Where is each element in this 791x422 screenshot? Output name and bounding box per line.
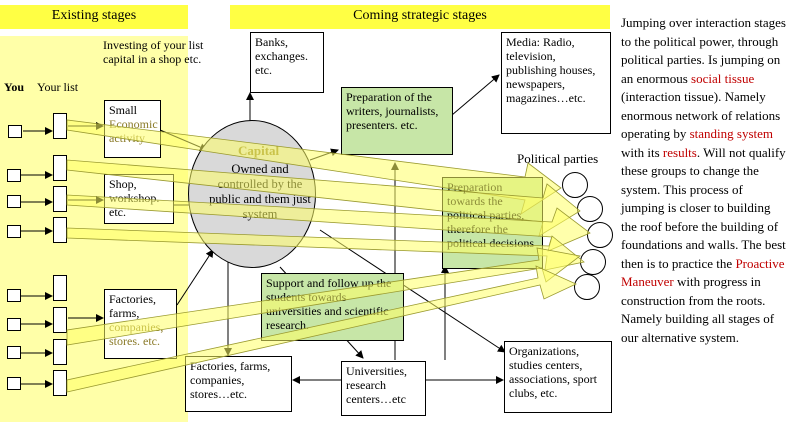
- capital-title: Capital: [238, 143, 280, 158]
- you-square: [7, 195, 21, 208]
- preparation-parties-box: Preparation towards the political partie…: [442, 177, 543, 269]
- factories-existing-title: Factories, farms,: [109, 292, 156, 320]
- you-square: [7, 346, 21, 359]
- capital-body: Owned and controlled by the public and t…: [209, 162, 311, 221]
- you-label: You: [4, 80, 25, 94]
- side-text-4: . Will not qualify these groups to chang…: [621, 144, 786, 271]
- political-party-circle: [580, 249, 606, 275]
- you-square: [7, 289, 21, 302]
- factories-existing-sub: companies, stores. etc.: [109, 320, 164, 348]
- your-list-label: Your list: [37, 80, 79, 94]
- your-list-box: [53, 275, 67, 301]
- you-square: [8, 125, 22, 138]
- side-text-2: (interaction tissue). Namely enormous ne…: [621, 89, 781, 141]
- your-list-box: [53, 113, 67, 139]
- your-list-box: [53, 339, 67, 365]
- you-square: [7, 225, 21, 238]
- political-party-circle: [587, 222, 613, 248]
- shop-workshop-box: Shop, workshop. etc.: [104, 174, 174, 224]
- you-square: [7, 318, 21, 331]
- side-text-red-4: Proactive Maneuver: [621, 255, 785, 290]
- support-students-box: Support and follow up the students towar…: [261, 273, 404, 341]
- your-list-box: [53, 155, 67, 181]
- your-list-box: [53, 186, 67, 212]
- you-square: [7, 377, 21, 390]
- side-text-red-1: social tissue: [691, 70, 755, 86]
- factories-existing-box: Factories, farms, companies, stores. etc…: [104, 289, 177, 359]
- factories-bottom-box: Factories, farms, companies, stores…etc.: [185, 356, 292, 412]
- preparation-writers-box: Preparation of the writers, journalists,…: [341, 87, 453, 155]
- political-party-circle: [574, 274, 600, 300]
- side-text-red-2: standing system: [689, 126, 774, 141]
- coming-stages-banner: Coming strategic stages: [230, 5, 610, 29]
- side-explanation: Jumping over interaction stages to the p…: [621, 14, 789, 347]
- side-text-1: Jumping over interaction stages to the p…: [621, 15, 786, 86]
- small-economic-activity-box: Small Economic activity: [104, 100, 161, 158]
- media-box: Media: Radio, television, publishing hou…: [501, 32, 611, 134]
- small-economic-activity-title: Small: [109, 103, 138, 117]
- investing-label: Investing of your list capital in a shop…: [103, 38, 204, 66]
- political-party-circle: [562, 172, 588, 198]
- political-party-circle: [577, 196, 603, 222]
- side-text-3: with its: [621, 144, 663, 160]
- your-list-box: [53, 217, 67, 243]
- you-square: [7, 169, 21, 182]
- your-list-box: [53, 370, 67, 396]
- side-text-5: with progress in construction from the r…: [621, 274, 775, 345]
- political-parties-label: Political parties: [517, 151, 599, 166]
- organizations-box: Organizations, studies centers, associat…: [504, 341, 612, 413]
- your-list-box: [53, 307, 67, 333]
- small-economic-activity-sub: Economic activity: [109, 117, 158, 145]
- side-text-red-3: results: [662, 144, 697, 160]
- universities-box: Universities, research centers…etc: [341, 361, 426, 416]
- banks-exchanges-box: Banks, exchanges. etc.: [250, 32, 324, 93]
- existing-stages-banner: Existing stages: [0, 5, 188, 29]
